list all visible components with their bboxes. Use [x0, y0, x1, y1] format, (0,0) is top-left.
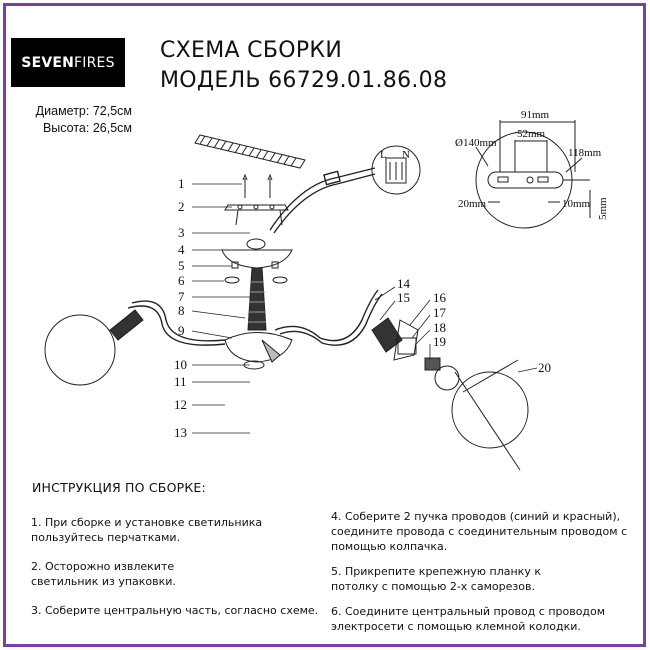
dim-118: 118mm	[568, 147, 602, 159]
part-15-label: 15	[397, 290, 410, 305]
upper-arm	[269, 167, 376, 234]
part-6-label: 6	[178, 273, 185, 288]
part-9-label: 9	[178, 323, 185, 338]
leader-lines-left	[191, 183, 250, 434]
part-13-label: 13	[174, 425, 187, 440]
central-tube	[247, 267, 267, 331]
dim-5: 5mm	[597, 197, 609, 220]
part-number-labels: 1 2 3 4 5 6 7 8 9 10 11 12 13 14 15 16 1…	[174, 176, 551, 440]
instruction-step-1: 1. При сборке и установке светильника по…	[31, 516, 263, 544]
part-5-label: 5	[178, 258, 185, 273]
page-border	[3, 3, 646, 647]
title-line-1: СХЕМА СБОРКИ	[160, 38, 343, 63]
mount-plate-drawing	[475, 120, 591, 229]
height-text: Высота: 26,5см	[42, 121, 132, 135]
part-2-label: 2	[178, 199, 185, 214]
part-14-label: 14	[397, 276, 411, 291]
dim-10: 10mm	[562, 198, 591, 210]
part-16-label: 16	[433, 290, 447, 305]
ceiling-hatch	[194, 134, 306, 169]
part-3-label: 3	[178, 225, 185, 240]
document-title: СХЕМА СБОРКИ МОДЕЛЬ 66729.01.86.08	[160, 36, 447, 96]
screws	[242, 173, 273, 198]
instructions-column-left: 1. При сборке и установке светильника по…	[31, 515, 321, 618]
part-12-label: 12	[174, 397, 187, 412]
right-lamp	[371, 317, 529, 471]
part-10-label: 10	[174, 357, 187, 372]
mounting-bar	[224, 204, 289, 226]
central-body	[224, 332, 293, 370]
part-20-label: 20	[538, 360, 551, 375]
canopy-nuts	[224, 261, 288, 284]
part-8-label: 8	[178, 303, 185, 318]
mount-plate-dimensions: Ø140mm 91mm 52mm 118mm 20mm 10mm 5mm	[455, 109, 609, 220]
dim-20: 20mm	[458, 198, 487, 210]
left-arm	[127, 300, 226, 346]
dim-d140: Ø140mm	[455, 137, 497, 149]
left-lamp	[44, 309, 144, 386]
diameter-text: Диаметр: 72,5см	[35, 104, 132, 118]
part-19-label: 19	[433, 334, 446, 349]
leader-lines-right	[374, 286, 538, 373]
instruction-step-4: 4. Соберите 2 пучка проводов (синий и кр…	[331, 510, 628, 553]
brand-logo-part2: FIRES	[74, 54, 115, 71]
wiring-detail	[371, 145, 421, 195]
wire-n-letter: N	[402, 149, 410, 161]
instruction-step-5: 5. Прикрепите крепежную планку к потолку…	[331, 565, 541, 593]
instruction-step-2: 2. Осторожно извлеките светильник из упа…	[31, 560, 176, 588]
wire-l-letter: L	[380, 149, 387, 161]
dimensions-block: Диаметр: 72,5см Высота: 26,5см	[16, 103, 132, 137]
part-1-label: 1	[178, 176, 185, 191]
part-4-label: 4	[178, 242, 185, 257]
instruction-step-6: 6. Соедините центральный провод с провод…	[331, 605, 606, 633]
dim-52: 52mm	[517, 128, 546, 140]
dim-91: 91mm	[521, 109, 550, 121]
instructions-column-right: 4. Соберите 2 пучка проводов (синий и кр…	[331, 509, 631, 634]
title-line-2: МОДЕЛЬ 66729.01.86.08	[160, 68, 448, 93]
part-17-label: 17	[433, 305, 447, 320]
part-18-label: 18	[433, 320, 446, 335]
brand-logo-part1: SEVEN	[21, 54, 75, 71]
right-arm	[274, 289, 383, 346]
instructions-heading: ИНСТРУКЦИЯ ПО СБОРКЕ:	[32, 480, 206, 495]
part-11-label: 11	[174, 374, 187, 389]
part-7-label: 7	[178, 289, 185, 304]
instruction-step-3: 3. Соберите центральную часть, согласно …	[31, 604, 319, 617]
